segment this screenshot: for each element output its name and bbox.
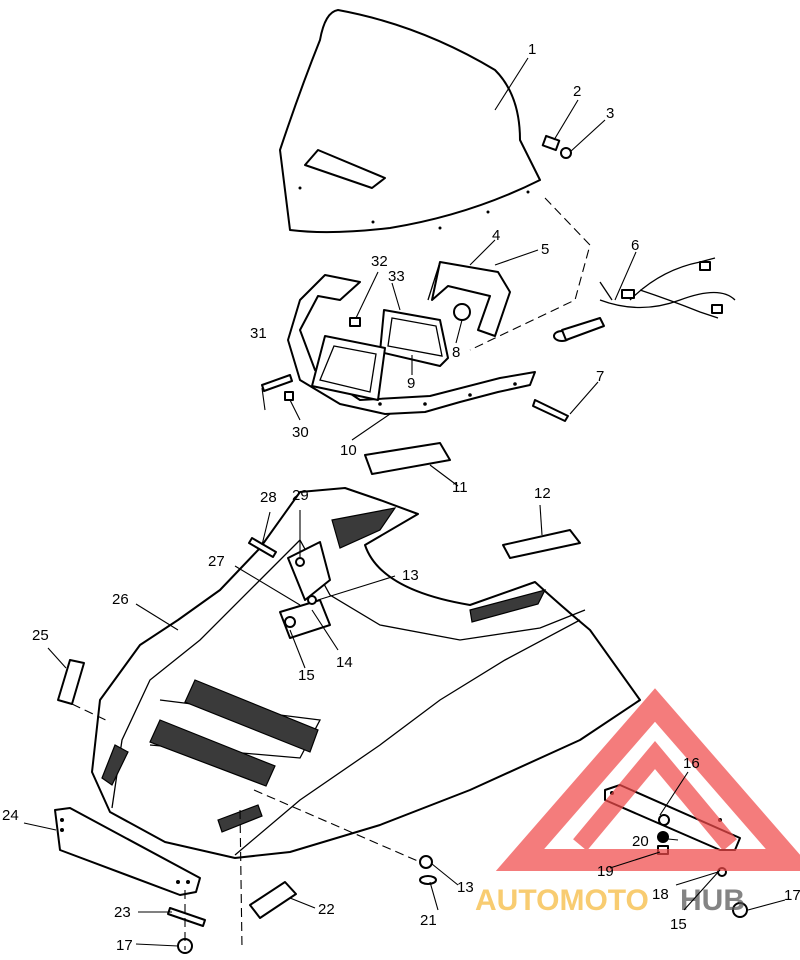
callout-15-left: 15: [298, 667, 315, 684]
hood: [91, 487, 641, 859]
screw-7: [532, 399, 569, 422]
nut-and-washer: [541, 134, 572, 159]
callout-14: 14: [336, 654, 353, 671]
callout-31: 31: [250, 325, 267, 342]
callout-labels: 1 2 3 4 5 6 7 8 9 10 11 12 13 13 14 15 1…: [2, 41, 800, 954]
nut-13-lower: [419, 855, 433, 869]
callout-22: 22: [318, 901, 335, 918]
callout-29: 29: [292, 487, 309, 504]
callout-1: 1: [528, 41, 536, 58]
svg-text:AUTOMOTO: AUTOMOTO: [475, 884, 649, 917]
callout-16: 16: [683, 755, 700, 772]
svg-text:HUB: HUB: [680, 884, 745, 917]
callout-3: 3: [606, 105, 614, 122]
nut-30: [284, 391, 294, 401]
washer-21: [419, 875, 437, 885]
headlight-bracket: [287, 274, 536, 415]
callout-17-left: 17: [116, 937, 133, 954]
callout-5: 5: [541, 241, 549, 258]
callout-30: 30: [292, 424, 309, 441]
windshield: [279, 9, 591, 351]
callout-19: 19: [597, 863, 614, 880]
decal-12: [502, 529, 581, 559]
callout-23: 23: [114, 904, 131, 921]
callout-7: 7: [596, 368, 604, 385]
callout-10: 10: [340, 442, 357, 459]
callout-21: 21: [420, 912, 437, 929]
callout-24: 24: [2, 807, 19, 824]
callout-15-right: 15: [670, 916, 687, 933]
bulb: [453, 303, 471, 321]
wiring-harness: [599, 257, 736, 319]
callout-33: 33: [388, 268, 405, 285]
leader-lines: [23, 57, 786, 947]
callout-2: 2: [573, 83, 581, 100]
callout-6: 6: [631, 237, 639, 254]
hood-bottom-panel: [54, 807, 201, 896]
headlight-housing: [427, 261, 511, 337]
callout-28: 28: [260, 489, 277, 506]
callout-18: 18: [652, 886, 669, 903]
hood-latch: [279, 541, 331, 639]
callout-13-lower: 13: [457, 879, 474, 896]
screw-31: [261, 374, 293, 392]
headlight-bezel: [311, 335, 386, 401]
callout-11: 11: [452, 479, 468, 496]
headlight-socket: [553, 317, 605, 342]
callout-17-right: 17: [784, 887, 800, 904]
callout-9: 9: [407, 375, 415, 392]
callout-25: 25: [32, 627, 49, 644]
callout-4: 4: [492, 227, 500, 244]
bolt-23: [167, 907, 206, 927]
pad-22: [249, 881, 297, 919]
nut-32: [349, 317, 361, 327]
callout-27: 27: [208, 553, 225, 570]
headlight-lens: [379, 309, 449, 367]
right-bracket: [604, 784, 748, 918]
callout-20: 20: [632, 833, 649, 850]
pad-25: [57, 659, 85, 705]
callout-8: 8: [452, 344, 460, 361]
callout-12: 12: [534, 485, 551, 502]
automotohub-logo: AUTOMOTO HUB: [475, 688, 800, 917]
callout-32: 32: [371, 253, 388, 270]
screw-28: [248, 537, 277, 558]
callout-26: 26: [112, 591, 129, 608]
callout-13-upper: 13: [402, 567, 419, 584]
decal-11: [364, 442, 451, 475]
